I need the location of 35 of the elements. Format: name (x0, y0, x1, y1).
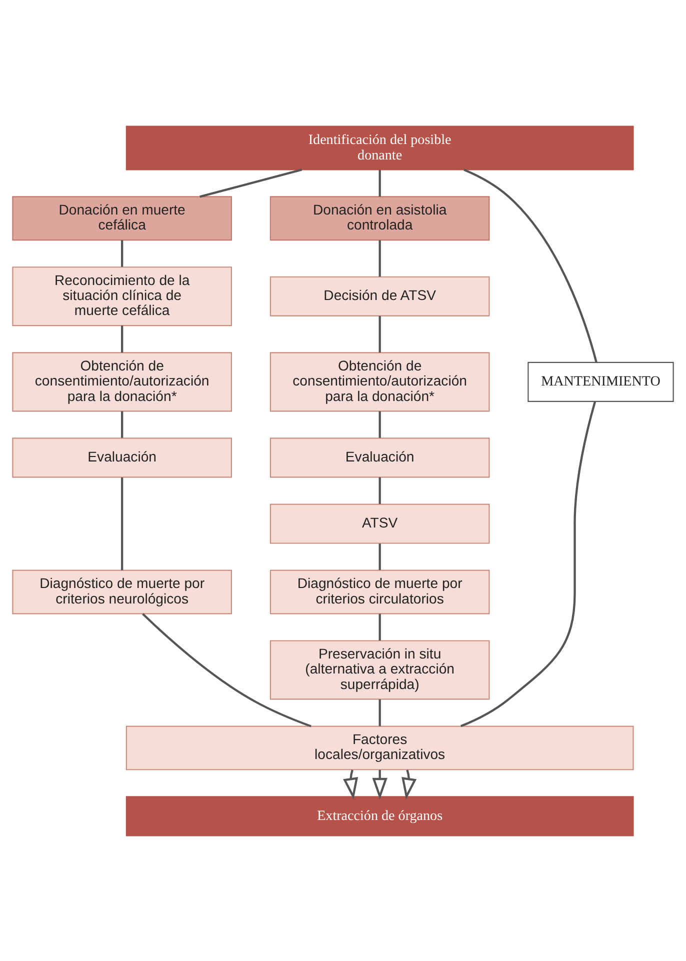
node-box: Diagnóstico de muerte por criterios circulatorios (270, 569, 490, 614)
connector (378, 476, 381, 504)
node-box: Donación en muerte cefálica (12, 196, 232, 240)
node-box: Preservación in situ (alternativa a extracción superrápida) (270, 640, 490, 700)
connector (378, 169, 381, 196)
connector (121, 240, 124, 266)
connector (378, 240, 381, 276)
node-box: Factores locales/organizativos (126, 725, 634, 770)
node-box: ATSV (270, 503, 490, 544)
connector (121, 476, 124, 570)
node-box: Identificación del posible donante (126, 125, 634, 170)
connector (378, 315, 381, 352)
connector (378, 543, 381, 570)
node-box: Evaluación (12, 437, 232, 478)
node-box: Decisión de ATSV (270, 276, 490, 316)
connector (121, 410, 124, 438)
connector (464, 168, 598, 362)
connector (378, 698, 381, 726)
node-box: Evaluación (270, 437, 490, 478)
node-box: Reconocimiento de la situación clínica de muerte cefálica (12, 266, 232, 326)
connector (121, 325, 124, 352)
node-box: Donación en asistolia controlada (270, 196, 490, 240)
connector (142, 612, 312, 727)
arrow (343, 769, 358, 800)
node-box: Obtención de consentimiento/autorización para la donación* (12, 352, 232, 412)
node-box: Extracción de órganos (126, 796, 634, 836)
node-box: Diagnóstico de muerte por criterios neurológicos (12, 569, 232, 614)
connector (378, 410, 381, 438)
connector (460, 400, 596, 727)
connector (200, 168, 302, 198)
node-box: Obtención de consentimiento/autorización para la donación* (270, 352, 490, 412)
arrow (402, 769, 417, 800)
connector (378, 613, 381, 640)
arrow (372, 769, 388, 800)
node-box: MANTENIMIENTO (528, 361, 674, 402)
